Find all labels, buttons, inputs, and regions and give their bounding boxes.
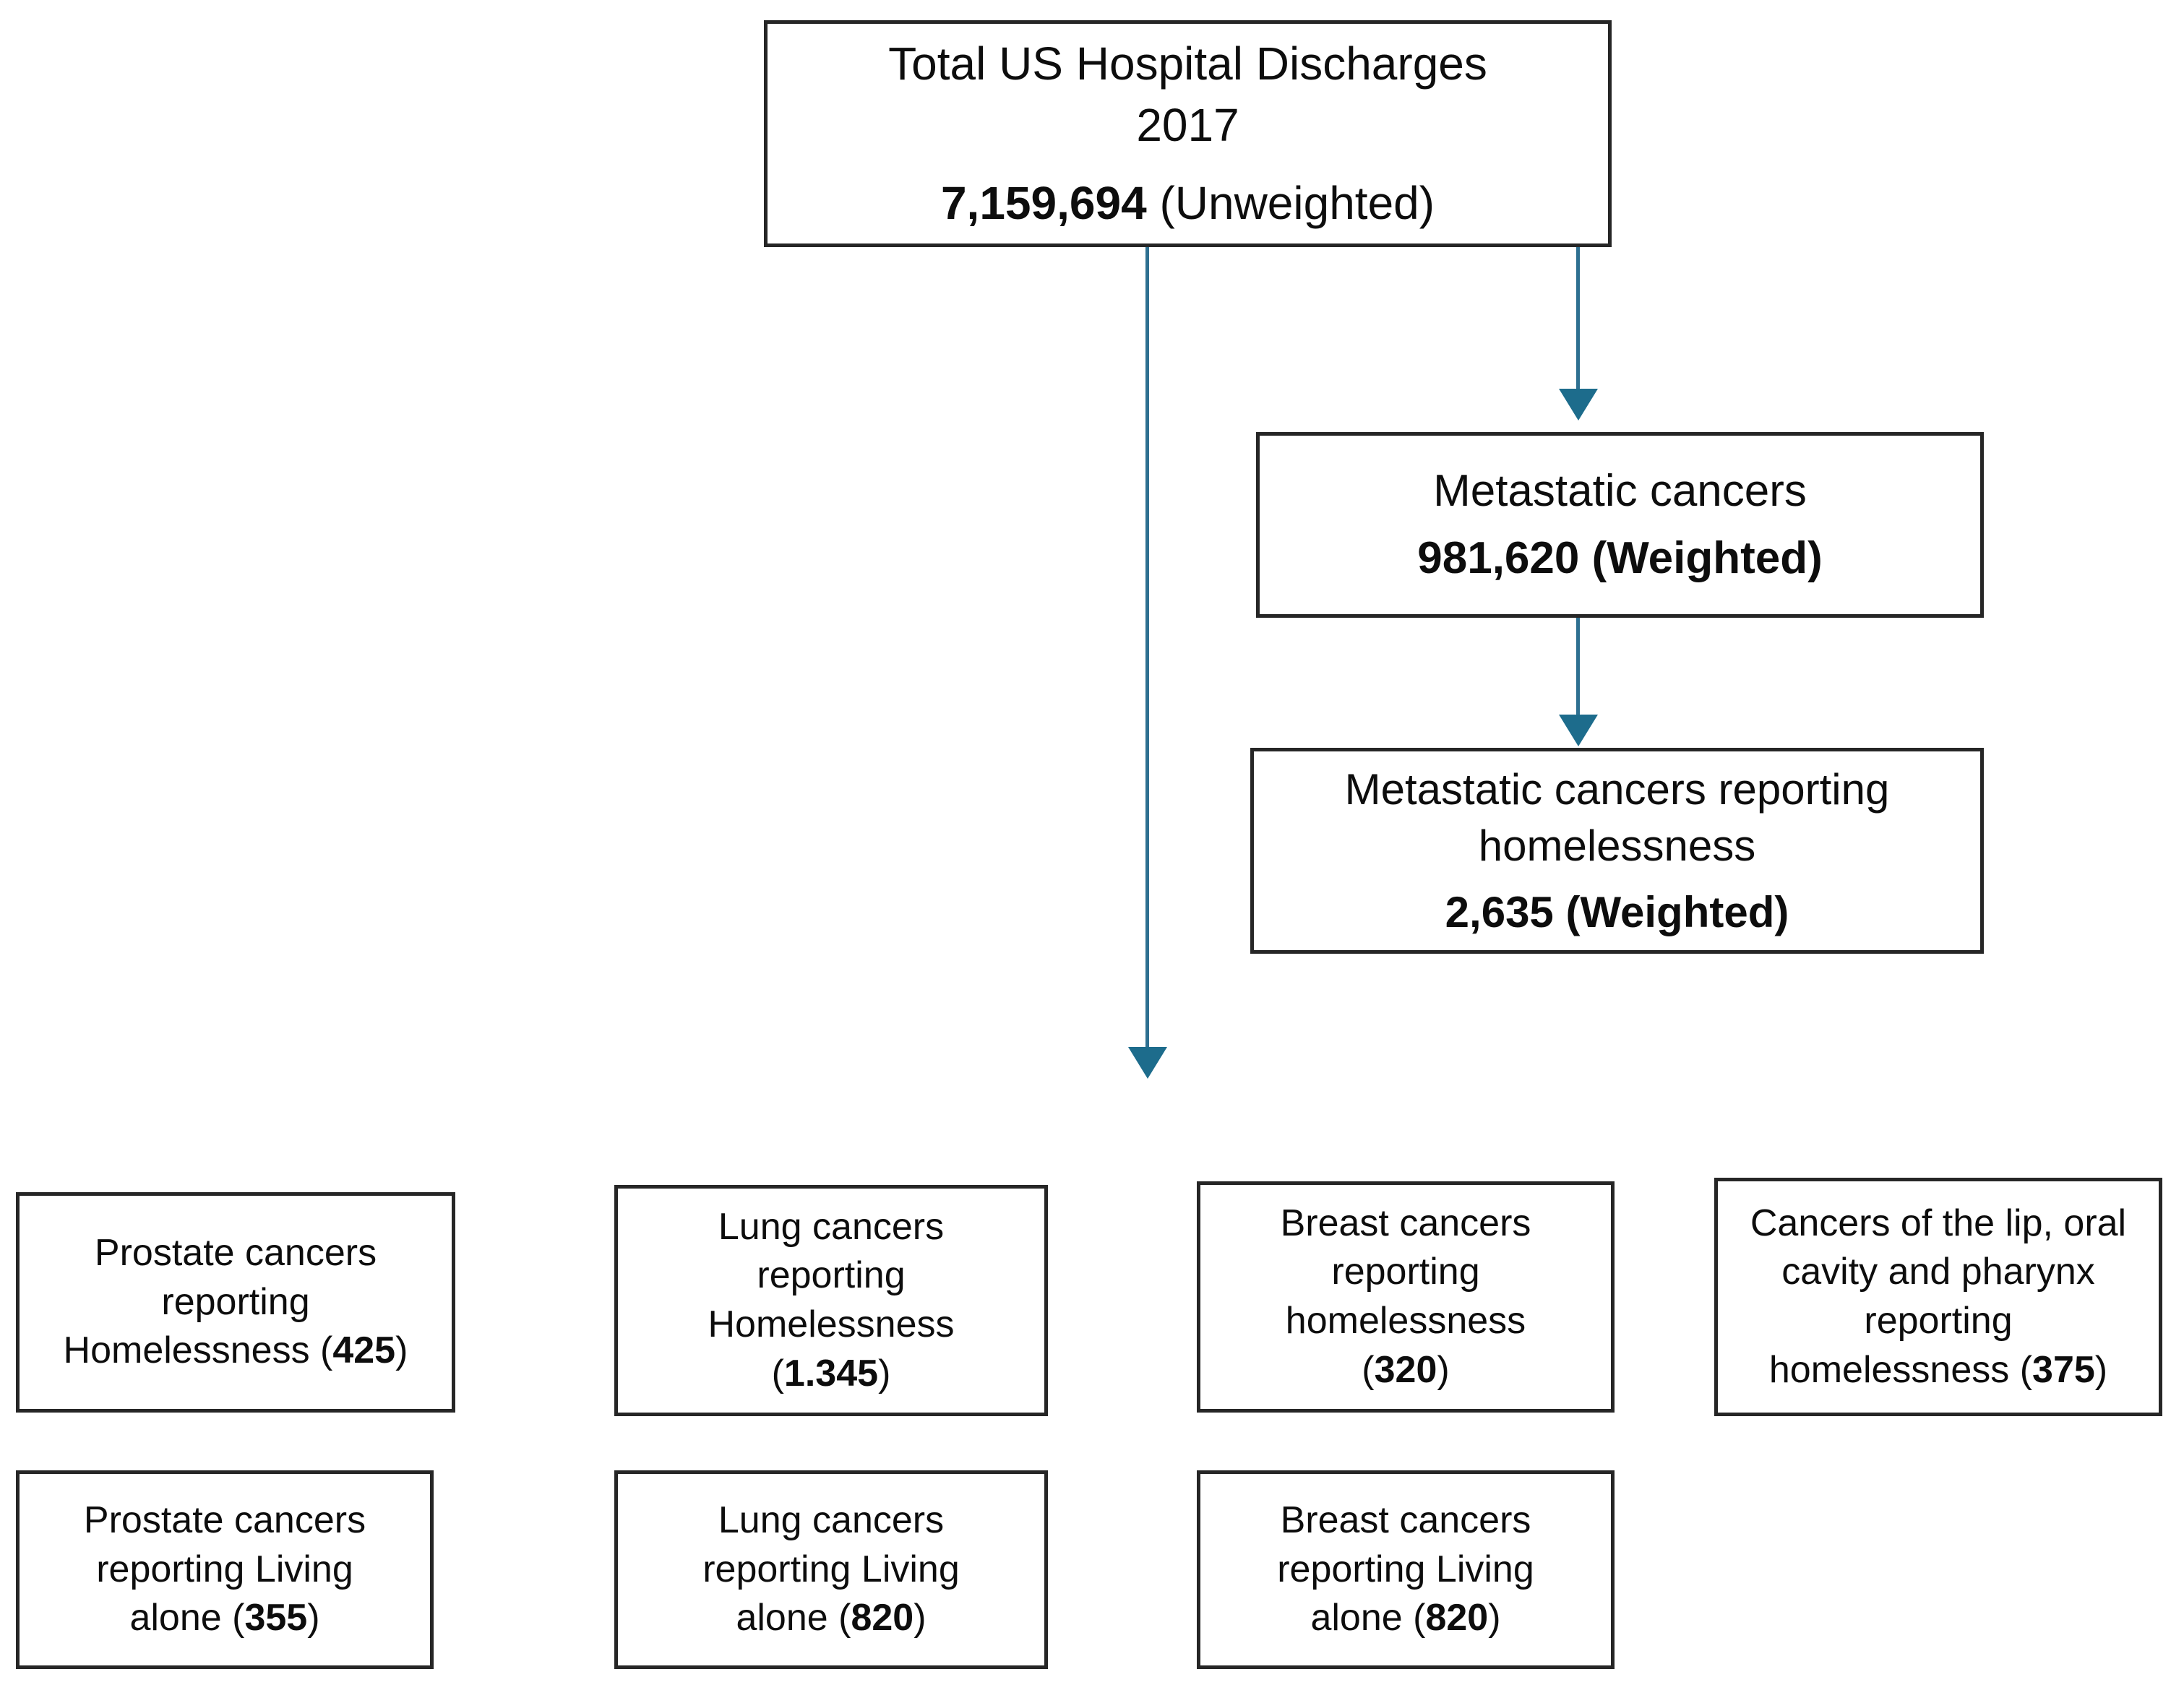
node-count-suffix: ) xyxy=(1437,1348,1450,1391)
node-count-qualifier: (Unweighted) xyxy=(1146,176,1435,229)
node-count-suffix: ) xyxy=(395,1329,408,1372)
arrow-head-icon xyxy=(1559,715,1598,746)
node-line-3: homelessness xyxy=(1285,1300,1526,1342)
node-breast-cancers-reporting-homelessness: Breast cancers reporting homelessness (3… xyxy=(1197,1181,1615,1413)
node-count-line: 7,159,694 (Unweighted) xyxy=(778,173,1598,233)
node-count-line: alone (355) xyxy=(30,1594,420,1643)
node-line-2: reporting xyxy=(1331,1251,1480,1293)
node-count-prefix: alone ( xyxy=(1310,1597,1426,1639)
node-line-1: Cancers of the lip, oral xyxy=(1750,1202,2127,1244)
node-line-1: Breast cancers xyxy=(1280,1499,1531,1542)
node-prostate-cancers-reporting-living-alone: Prostate cancers reporting Living alone … xyxy=(16,1470,434,1669)
node-prostate-cancers-reporting-homelessness: Prostate cancers reporting Homelessness … xyxy=(16,1192,455,1413)
node-line-1: Prostate cancers xyxy=(83,1499,366,1542)
node-count-line: (320) xyxy=(1211,1346,1601,1395)
node-count-line: homelessness (375) xyxy=(1728,1346,2149,1395)
node-count-line: (1.345) xyxy=(628,1350,1034,1399)
node-line-1: Total US Hospital Discharges xyxy=(888,38,1487,90)
node-line-2: cavity and pharynx xyxy=(1781,1251,2095,1293)
node-count-suffix: ) xyxy=(307,1597,320,1639)
node-count-line: alone (820) xyxy=(628,1594,1034,1643)
node-line-1: Metastatic cancers reporting xyxy=(1344,764,1890,814)
node-line-1: Lung cancers xyxy=(718,1205,945,1248)
node-line-2: reporting Living xyxy=(1277,1548,1534,1590)
node-count-suffix: ) xyxy=(913,1597,927,1639)
node-line-2: reporting Living xyxy=(702,1548,960,1590)
node-line-2: reporting xyxy=(757,1254,906,1297)
arrow-head-icon xyxy=(1559,389,1598,421)
node-metastatic-cancers: Metastatic cancers 981,620 (Weighted) xyxy=(1256,432,1984,618)
node-total-us-hospital-discharges: Total US Hospital Discharges 2017 7,159,… xyxy=(764,20,1612,247)
node-count-value: 375 xyxy=(2032,1348,2095,1391)
node-count-prefix: ( xyxy=(771,1352,784,1394)
arrow-shaft xyxy=(1576,247,1580,392)
node-lung-cancers-reporting-living-alone: Lung cancers reporting Living alone (820… xyxy=(614,1470,1048,1669)
node-count-prefix: alone ( xyxy=(736,1597,851,1639)
node-line-1: Lung cancers xyxy=(718,1499,945,1542)
node-line-3: reporting xyxy=(1864,1300,2013,1342)
node-line-1: Prostate cancers xyxy=(94,1232,377,1275)
node-count-suffix: ) xyxy=(2094,1348,2108,1391)
node-count-value: 7,159,694 xyxy=(940,176,1147,229)
node-count-line: Homelessness (425) xyxy=(30,1327,442,1376)
node-lung-cancers-reporting-homelessness: Lung cancers reporting Homelessness (1.3… xyxy=(614,1185,1048,1416)
arrow-shaft xyxy=(1576,618,1580,717)
node-line-2: reporting Living xyxy=(96,1548,353,1590)
node-count-value: 425 xyxy=(332,1329,396,1372)
node-count-value: 820 xyxy=(851,1597,914,1639)
node-line-3: Homelessness xyxy=(708,1303,955,1345)
node-line-1: Breast cancers xyxy=(1280,1202,1531,1244)
node-count-value: 2,635 (Weighted) xyxy=(1445,887,1789,936)
node-count-prefix: ( xyxy=(1362,1348,1375,1391)
node-breast-cancers-reporting-living-alone: Breast cancers reporting Living alone (8… xyxy=(1197,1470,1615,1669)
node-count-line: alone (820) xyxy=(1211,1594,1601,1643)
arrow-shaft xyxy=(1145,247,1149,1051)
node-line-1: Metastatic cancers xyxy=(1433,465,1807,516)
node-metastatic-cancers-reporting-homelessness: Metastatic cancers reporting homelessnes… xyxy=(1250,748,1984,954)
node-line-2: homelessness xyxy=(1478,821,1756,870)
node-count-suffix: ) xyxy=(1488,1597,1501,1639)
node-count-suffix: ) xyxy=(878,1352,891,1394)
node-line-2: reporting xyxy=(161,1280,310,1323)
node-count-prefix: alone ( xyxy=(129,1597,245,1639)
node-count-value: 981,620 (Weighted) xyxy=(1417,533,1823,583)
node-lip-oral-pharynx-cancers-reporting-homelessness: Cancers of the lip, oral cavity and phar… xyxy=(1714,1178,2162,1416)
node-count-prefix: Homelessness ( xyxy=(63,1329,333,1372)
node-count-prefix: homelessness ( xyxy=(1768,1348,2033,1391)
node-count-value: 820 xyxy=(1425,1597,1489,1639)
arrow-head-icon xyxy=(1128,1047,1167,1079)
node-count-value: 355 xyxy=(244,1597,308,1639)
node-count-value: 320 xyxy=(1374,1348,1437,1391)
node-line-2: 2017 xyxy=(1136,99,1239,152)
node-count-value: 1.345 xyxy=(783,1352,879,1394)
